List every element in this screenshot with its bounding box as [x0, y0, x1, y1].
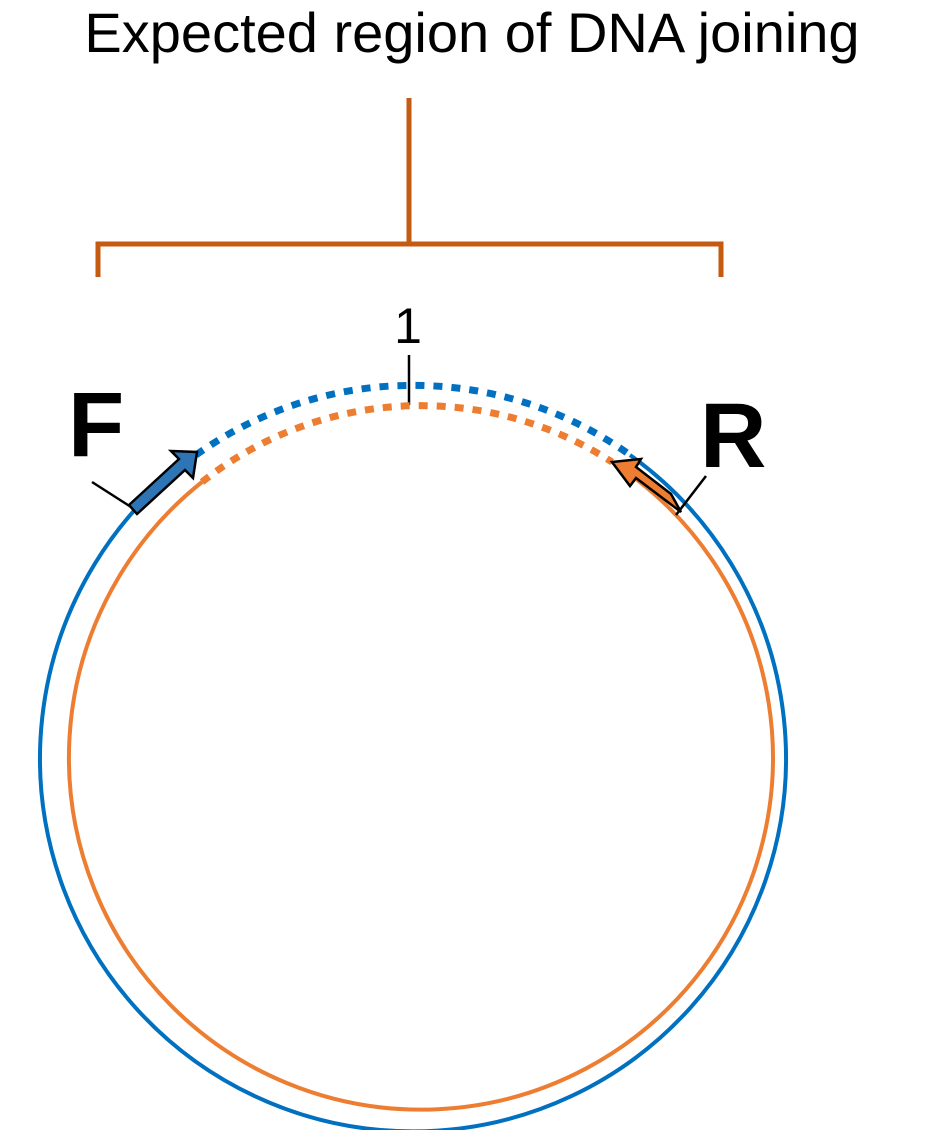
inner-strand-solid	[66, 460, 775, 1112]
reverse-primer-label: R	[700, 385, 766, 487]
position-one-label: 1	[394, 298, 422, 354]
outer-strand-solid	[38, 453, 788, 1130]
inner-strand-dotted-gap	[199, 402, 614, 485]
joining-region-bracket	[95, 98, 724, 277]
reverse-primer-leader	[675, 475, 707, 516]
outer-strand-dotted-gap	[193, 381, 633, 458]
forward-primer-label: F	[68, 374, 124, 476]
reverse-primer-arrow	[609, 457, 683, 513]
forward-primer-leader	[91, 480, 132, 509]
forward-primer-arrow	[127, 449, 199, 516]
diagram-title: Expected region of DNA joining	[84, 1, 859, 64]
